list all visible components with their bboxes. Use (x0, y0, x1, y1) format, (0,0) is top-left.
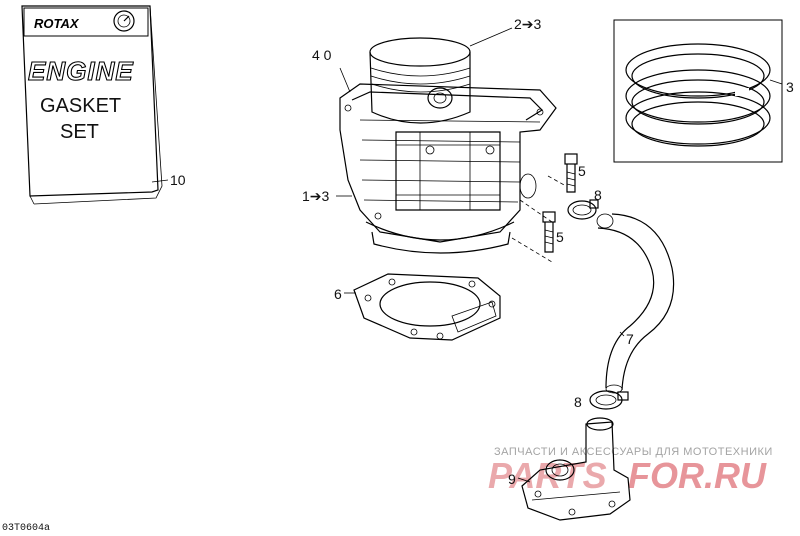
coolant-hose (596, 213, 675, 394)
callout-10: 10 (170, 172, 186, 188)
bolt-lower (542, 211, 556, 253)
callout-1-3: 1➔3 (302, 188, 330, 204)
watermark: ЗАПЧАСТИ И АКСЕССУАРЫ ДЛЯ МОТОТЕХНИКИ PA… (488, 446, 773, 496)
piston-rings-box (613, 19, 783, 163)
hose-clamp-upper (567, 199, 599, 220)
watermark-tagline: ЗАПЧАСТИ И АКСЕССУАРЫ ДЛЯ МОТОТЕХНИКИ (494, 446, 773, 458)
callout-9: 9 (508, 471, 516, 487)
diagram-code: 03T0604a (2, 523, 50, 534)
callout-2-3: 2➔3 (514, 16, 542, 32)
callout-4-0: 4 0 (312, 47, 332, 63)
gasket-set-line3: SET (60, 121, 99, 143)
gasket-set-line2: GASKET (40, 95, 121, 117)
callout-5-upper: 5 (578, 163, 586, 179)
watermark-brand-part2: FOR.RU (628, 455, 767, 496)
gasket-set-brand: ROTAX (34, 16, 80, 31)
callout-5-lower: 5 (556, 229, 564, 245)
callout-8-upper: 8 (594, 187, 602, 203)
rotax-gauge-logo-icon (113, 10, 135, 32)
cylinder (339, 83, 557, 254)
callout-3: 3 (786, 79, 794, 95)
cylinder-base-gasket (353, 273, 501, 341)
callout-6: 6 (334, 286, 342, 302)
watermark-brand-part1: PARTS (488, 455, 607, 496)
bolt-upper (564, 153, 578, 193)
callout-8-lower: 8 (574, 394, 582, 410)
piston (369, 37, 471, 124)
hose-clamp-lower (589, 390, 629, 410)
gasket-set-package: ROTAX ENGINE GASKET SET (21, 5, 169, 205)
callout-7: 7 (626, 331, 634, 347)
gasket-set-line1: ENGINE (28, 56, 134, 86)
coolant-outlet-housing (521, 417, 631, 521)
